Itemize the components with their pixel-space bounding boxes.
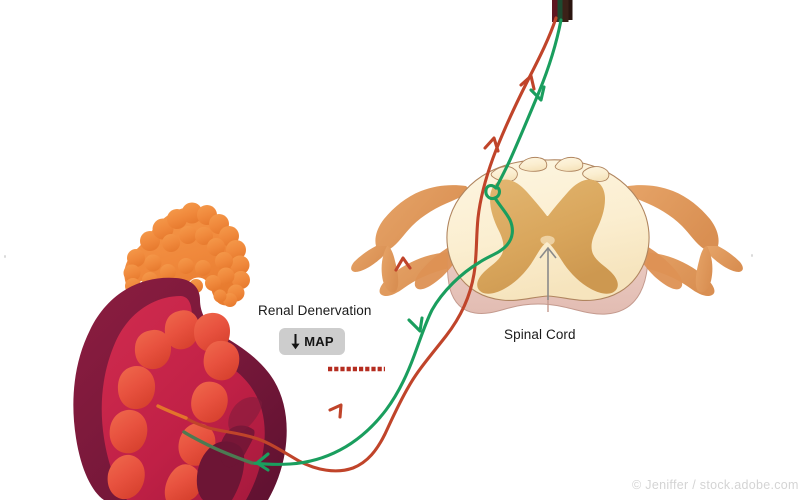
dorsal-root-left xyxy=(375,185,470,252)
spinal-cord xyxy=(351,156,743,315)
map-badge-label: MAP xyxy=(304,334,334,349)
intrarenal-nerve-branches xyxy=(156,404,254,465)
anterior-median-fissure xyxy=(539,246,557,300)
efferent-sympathetic-nerve xyxy=(250,18,563,466)
spinal-cord-label: Spinal Cord xyxy=(504,327,576,342)
afferent-arrowheads xyxy=(328,74,536,419)
speck-right xyxy=(751,254,753,257)
stock-watermark: © Jeniffer / stock.adobe.com xyxy=(632,478,799,492)
efferent-arrowheads xyxy=(255,85,546,472)
arrow-down-icon xyxy=(290,333,301,350)
dorsal-root-right xyxy=(624,185,719,252)
kidney xyxy=(73,277,287,500)
map-badge: MAP xyxy=(279,328,345,355)
renal-denervation-label: Renal Denervation xyxy=(258,303,372,318)
speck-left xyxy=(4,255,6,258)
nerve-trunk-top xyxy=(552,0,573,22)
